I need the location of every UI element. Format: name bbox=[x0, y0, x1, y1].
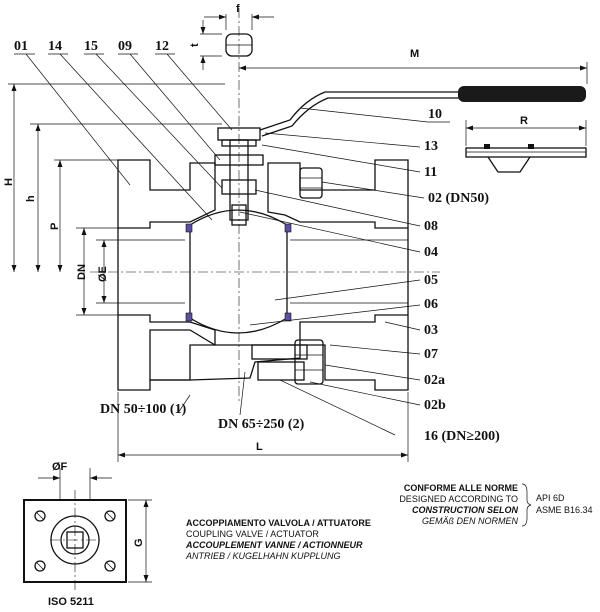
key-detail: f t bbox=[189, 3, 274, 70]
part-10: 10 bbox=[428, 107, 442, 122]
part-15: 15 bbox=[84, 39, 98, 54]
conformity-line-3: CONSTRUCTION SELON bbox=[412, 505, 519, 515]
conformity-line-1: CONFORME ALLE NORME bbox=[404, 483, 518, 493]
dim-DN: DN bbox=[76, 264, 88, 280]
lever-grip bbox=[458, 86, 586, 102]
standard-asme: ASME B16.34 bbox=[536, 505, 593, 515]
size-notes: DN 50÷100 (1) DN 65÷250 (2) bbox=[100, 371, 305, 432]
dim-P: P bbox=[49, 223, 61, 230]
dim-R: R bbox=[520, 115, 528, 127]
part-11: 11 bbox=[424, 165, 437, 180]
part-02a: 02a bbox=[424, 373, 445, 388]
part-05: 05 bbox=[424, 273, 438, 288]
part-09: 09 bbox=[118, 39, 132, 54]
dim-E: ØE bbox=[97, 266, 109, 282]
body-bottom-right-section bbox=[299, 314, 409, 391]
note-dn50: DN 50÷100 (1) bbox=[100, 402, 187, 417]
body-bottom-left-section bbox=[117, 314, 216, 391]
coupling-text: ACCOPPIAMENTO VALVOLA / ATTUATORE COUPLI… bbox=[185, 518, 371, 561]
iso-label: ISO 5211 bbox=[48, 596, 94, 608]
body-bolt-head bbox=[299, 167, 323, 199]
seat-right-bottom bbox=[284, 312, 292, 322]
conformity-line-4: GEMÄß DEN NORMEN bbox=[422, 516, 519, 526]
conformity-line-2: DESIGNED ACCORDING TO bbox=[399, 494, 518, 504]
dim-f: f bbox=[236, 3, 240, 15]
coupling-line-1: ACCOPPIAMENTO VALVOLA / ATTUATORE bbox=[186, 518, 371, 528]
bottom-stud-2 bbox=[257, 361, 305, 381]
part-04: 04 bbox=[424, 245, 438, 260]
coupling-line-3: ACCOUPLEMENT VANNE / ACTIONNEUR bbox=[185, 540, 363, 550]
part-labels-right: 10 13 11 02 (DN50) 08 04 05 06 03 07 02a… bbox=[239, 107, 500, 444]
coupling-line-4: ANTRIEB / KUGELHAHN KUPPLUNG bbox=[185, 551, 341, 561]
note-dn65: DN 65÷250 (2) bbox=[218, 417, 305, 432]
iso-flange-detail: ØF G ISO 5211 bbox=[23, 461, 152, 608]
coupling-line-2: COUPLING VALVE / ACTUATOR bbox=[186, 529, 319, 539]
seat-left-top bbox=[185, 223, 193, 233]
conformity-text: CONFORME ALLE NORME DESIGNED ACCORDING T… bbox=[399, 483, 593, 527]
part-12: 12 bbox=[155, 39, 169, 54]
body-top-right-section bbox=[267, 159, 409, 229]
dim-G: G bbox=[133, 538, 145, 547]
part-08: 08 bbox=[424, 219, 438, 234]
seat-left-bottom bbox=[185, 312, 193, 322]
part-01: 01 bbox=[14, 39, 28, 54]
lever bbox=[259, 86, 586, 137]
part-13: 13 bbox=[424, 139, 438, 154]
dim-L: L bbox=[256, 441, 263, 453]
part-02b: 02b bbox=[424, 398, 446, 413]
bottom-stud bbox=[251, 344, 308, 360]
part-03: 03 bbox=[424, 323, 438, 338]
ball bbox=[189, 209, 288, 334]
valve-body bbox=[117, 127, 409, 391]
part-labels-top: 01 14 15 09 12 bbox=[14, 39, 233, 221]
lever-detail: R bbox=[465, 115, 587, 173]
seat-right-top bbox=[284, 223, 292, 233]
dim-F: ØF bbox=[52, 461, 68, 473]
part-16: 16 (DN≥200) bbox=[424, 429, 500, 444]
dim-t: t bbox=[189, 43, 201, 47]
body-top-section bbox=[117, 159, 216, 229]
part-02: 02 (DN50) bbox=[428, 191, 489, 206]
part-07: 07 bbox=[424, 347, 438, 362]
part-06: 06 bbox=[424, 297, 438, 312]
standard-api: API 6D bbox=[536, 493, 565, 503]
body-bottom-center-section bbox=[149, 329, 301, 381]
dim-H: H bbox=[3, 178, 15, 186]
dim-h: h bbox=[25, 195, 37, 202]
dim-M: M bbox=[410, 48, 419, 60]
part-14: 14 bbox=[48, 39, 62, 54]
